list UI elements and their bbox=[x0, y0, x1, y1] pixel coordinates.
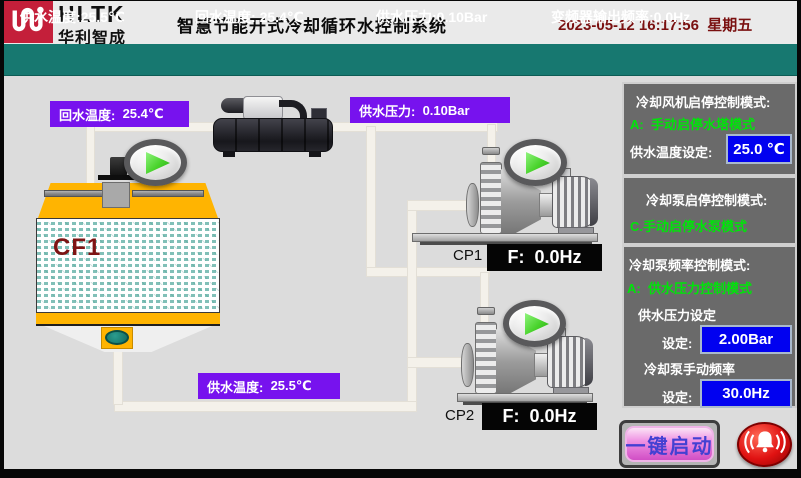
manual-freq-label: 冷却泵手动频率 bbox=[644, 362, 736, 377]
pump-freq-mode-title: 冷却泵频率控制模式: bbox=[629, 258, 751, 273]
brand-logo bbox=[4, 1, 53, 43]
pressure-setpoint-input[interactable]: 2.00Bar bbox=[700, 325, 792, 354]
fan-motor bbox=[110, 157, 127, 176]
wave-logo-icon bbox=[10, 3, 48, 42]
pump-freq-mode-value[interactable]: A: 供水压力控制模式 bbox=[627, 281, 752, 296]
start-button-frame: 一键启动 bbox=[619, 420, 720, 468]
play-icon bbox=[525, 313, 549, 335]
status-supply-pressure: 供水压力:0.10Bar bbox=[376, 9, 488, 25]
pipe-mid-header bbox=[366, 267, 490, 277]
pump-top-valve bbox=[482, 147, 500, 155]
pressure-setpoint-label: 供水压力设定 bbox=[638, 308, 717, 323]
pump-start-control-section: 冷却泵启停控制模式: C.手动启停水泵模式 bbox=[622, 176, 797, 245]
alarm-bell-icon bbox=[742, 424, 788, 465]
brand-text-cn: 华利智成 bbox=[58, 30, 127, 47]
pump-base-plate bbox=[457, 393, 593, 402]
supply-pressure-readout: 供水压力: 0.10Bar bbox=[350, 97, 510, 123]
brand-text: HLTK bbox=[58, 1, 126, 27]
chiller-foot-left bbox=[223, 151, 235, 157]
pump-base-plate bbox=[412, 233, 598, 242]
pump-cp1 bbox=[400, 138, 600, 248]
pump-frequency-control-section: 冷却泵频率控制模式: A: 供水压力控制模式 供水压力设定 设定: 2.00Ba… bbox=[622, 245, 797, 408]
pump-casing-column bbox=[480, 162, 502, 234]
pump-cp1-label: CP1 bbox=[453, 247, 483, 264]
cooling-tower: CF1 bbox=[36, 140, 220, 365]
fan-blade-left bbox=[44, 190, 106, 197]
alarm-button[interactable] bbox=[737, 422, 792, 467]
datetime-display: 2023-05-12 16:17:56 星期五 bbox=[558, 17, 753, 34]
chiller-foot-right bbox=[309, 151, 321, 157]
manual-freq-sub-label: 设定: bbox=[662, 390, 693, 405]
supply-temp-setpoint-label: 供水温度设定: bbox=[630, 145, 713, 160]
one-key-start-button[interactable]: 一键启动 bbox=[625, 426, 714, 462]
pump-suction-flange bbox=[461, 343, 474, 387]
chiller-shell bbox=[213, 118, 333, 152]
pipe-riser-a bbox=[366, 126, 376, 276]
tower-fan-start-button[interactable] bbox=[124, 139, 187, 186]
pump-cp2-label: CP2 bbox=[445, 407, 475, 424]
pump-cp2-start-button[interactable] bbox=[503, 300, 566, 347]
supply-temp-readout: 供水温度: 25.5℃ bbox=[198, 373, 340, 399]
fan-control-section: 冷却风机启停控制模式: A: 手动启停水塔模式 供水温度设定: 25.0 ℃ bbox=[622, 82, 797, 176]
pump-cp2 bbox=[395, 298, 595, 408]
status-vfd-frequency: 变频器输出频率:0.0Hz bbox=[551, 9, 691, 25]
play-icon bbox=[146, 152, 170, 174]
pipe-bottom-supply bbox=[114, 401, 417, 412]
pump-motor bbox=[547, 336, 592, 388]
status-bar bbox=[4, 44, 797, 76]
title-bar bbox=[4, 1, 797, 44]
status-supply-temp: 供水温度:25.5℃ bbox=[20, 9, 125, 25]
chiller-compressor bbox=[243, 96, 283, 120]
pressure-setpoint-sub-label: 设定: bbox=[662, 336, 693, 351]
pump-cp1-start-button[interactable] bbox=[504, 139, 567, 186]
tower-id-label: CF1 bbox=[53, 234, 102, 261]
pump-suction-flange bbox=[466, 183, 479, 227]
pump-top-valve bbox=[477, 307, 495, 315]
tower-outlet-port bbox=[105, 330, 129, 345]
pump-base-shadow bbox=[420, 242, 592, 245]
play-icon bbox=[526, 152, 550, 174]
pump-start-mode-value[interactable]: C.手动启停水泵模式 bbox=[630, 219, 748, 234]
fan-hub bbox=[102, 182, 130, 208]
page-title: 智慧节能开式冷却循环水控制系统 bbox=[177, 17, 447, 36]
fan-mode-value[interactable]: A: 手动启停水塔模式 bbox=[630, 117, 755, 132]
chiller-discharge-elbow bbox=[279, 100, 307, 122]
motor-end-cap bbox=[585, 338, 593, 386]
pump-cp1-frequency-display: F: 0.0Hz bbox=[487, 244, 602, 271]
fan-blade-right bbox=[132, 190, 204, 197]
tower-fill-body bbox=[36, 218, 220, 313]
status-return-temp: 回水温度: 25.4℃ bbox=[195, 9, 304, 25]
supply-temp-setpoint-input[interactable]: 25.0 ℃ bbox=[726, 134, 792, 164]
pump-start-mode-title: 冷却泵启停控制模式: bbox=[646, 193, 768, 208]
return-temp-readout: 回水温度: 25.4℃ bbox=[50, 101, 189, 127]
chiller-unit bbox=[213, 96, 338, 158]
motor-end-cap bbox=[590, 178, 598, 226]
fan-motor-base bbox=[98, 175, 142, 180]
pump-motor bbox=[552, 176, 597, 228]
tower-base-band bbox=[36, 313, 220, 326]
manual-freq-input[interactable]: 30.0Hz bbox=[700, 379, 792, 408]
pump-cp2-frequency-display: F: 0.0Hz bbox=[482, 403, 597, 430]
pump-casing-column bbox=[475, 322, 497, 394]
fan-mode-title: 冷却风机启停控制模式: bbox=[636, 95, 771, 110]
